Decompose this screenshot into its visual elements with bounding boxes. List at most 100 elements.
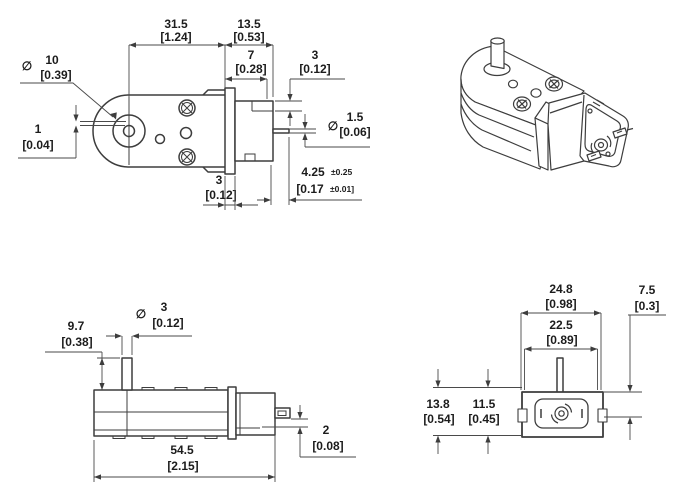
shaft-circle xyxy=(122,124,136,138)
dim-tolerance-inch: ±0.01] xyxy=(330,184,354,194)
dim-label-inch: [0.12] xyxy=(152,316,183,330)
dim-label-inch: [0.45] xyxy=(468,412,499,426)
gearbox-outline xyxy=(92,94,225,168)
dim-label-inch: [0.06] xyxy=(339,125,370,139)
dim-label: 11.5 xyxy=(473,397,496,411)
end-motor-can xyxy=(534,398,589,429)
iso-endcap-vent-slots xyxy=(592,99,605,107)
side-motor-seams xyxy=(236,393,260,435)
dim-label: 13.8 xyxy=(426,397,450,411)
dim-side-2: 2 [0.08] xyxy=(262,405,356,458)
iso-screw-left xyxy=(512,96,532,112)
dim-label-inch: [0.28] xyxy=(235,62,266,76)
dim-top-3-step: 3 [0.12] xyxy=(275,48,345,126)
view-top: 31.5 [1.24] 13.5 [0.53] 7 [0.28] 3 [0.12… xyxy=(18,17,371,210)
dim-end-7-5: 7.5 [0.3] xyxy=(604,283,666,440)
end-shaft-center xyxy=(558,410,565,417)
flange-plate xyxy=(224,87,236,175)
dim-top-1-flat: 1 [0.04] xyxy=(18,105,79,159)
iso-terminal-left xyxy=(586,150,602,162)
dim-top-dia-1-5: ∅ 1.5 [0.06] xyxy=(289,110,371,148)
dim-label-inch: [0.17 xyxy=(296,182,324,196)
iso-endcap-pad-bottom xyxy=(605,151,611,157)
end-can-ticks xyxy=(540,409,583,418)
end-swirl-arcs xyxy=(550,403,573,424)
dim-label-inch: [0.04] xyxy=(22,138,53,152)
motor-can xyxy=(234,100,274,162)
iso-terminal-left-slot xyxy=(590,153,597,158)
dim-label: 2 xyxy=(323,423,330,437)
iso-terminal-right-slot xyxy=(616,127,634,134)
motor-bottom-notch xyxy=(244,153,256,162)
iso-motor-boss xyxy=(593,138,609,152)
side-motor xyxy=(235,392,276,436)
side-output-shaft xyxy=(121,357,133,391)
side-gearbox-body xyxy=(93,389,229,437)
dim-label-inch: [0.3] xyxy=(635,299,660,313)
shaft-flat-lines xyxy=(80,121,126,126)
dim-label: 24.8 xyxy=(549,282,573,296)
dim-side-9-7: 9.7 [0.38] xyxy=(45,319,120,390)
dim-label: 1 xyxy=(35,122,42,136)
dim-label-inch: [0.12] xyxy=(299,62,330,76)
dim-label-inch: [0.39] xyxy=(40,68,71,82)
dim-label: 7.5 xyxy=(639,283,656,297)
iso-motor-body xyxy=(547,92,629,171)
dim-label: 3 xyxy=(312,48,319,62)
dim-label: 54.5 xyxy=(170,443,194,457)
iso-flange-front xyxy=(534,117,549,171)
view-side: 9.7 [0.38] ∅ 3 [0.12] 54.5 [2.15] 2 [0.0… xyxy=(45,300,356,482)
screw-top xyxy=(178,99,196,117)
dim-top-3-flange: 3 [0.12] xyxy=(203,173,258,210)
iso-motor-edges xyxy=(549,94,585,162)
dim-top-13-5: 13.5 [0.53] xyxy=(225,17,274,97)
dim-side-dia-3: ∅ 3 [0.12] xyxy=(106,300,192,355)
mount-hole-small xyxy=(154,133,166,145)
dim-tolerance: ±0.25 xyxy=(331,167,352,177)
dim-side-54-5: 54.5 [2.15] xyxy=(93,422,276,482)
iso-hole-small xyxy=(507,79,519,89)
dim-top-7: 7 [0.28] xyxy=(225,48,268,99)
dim-label: 9.7 xyxy=(68,319,85,333)
dim-label-inch: [0.12] xyxy=(205,188,236,202)
end-notch-left xyxy=(517,408,528,423)
iso-screw-right xyxy=(544,76,564,92)
end-output-shaft xyxy=(556,357,564,392)
dim-end-13-8: 13.8 [0.54] xyxy=(423,369,522,454)
view-isometric xyxy=(460,37,634,171)
dim-label-inch: [1.24] xyxy=(160,30,191,44)
dim-label-inch: [0.38] xyxy=(61,335,92,349)
dim-label: 31.5 xyxy=(164,17,188,31)
dim-end-24-8: 24.8 [0.98] xyxy=(520,282,602,390)
dim-label: 13.5 xyxy=(237,17,261,31)
iso-gearbox-side-face xyxy=(460,78,550,170)
iso-hole-medium xyxy=(530,88,542,98)
dim-top-4-25: 4.25 ±0.25 [0.17 ±0.01] xyxy=(257,137,362,205)
iso-shaft-top xyxy=(490,37,505,45)
iso-shaft-cylinder xyxy=(490,40,505,70)
dim-label: 3 xyxy=(216,173,223,187)
side-flange xyxy=(227,386,237,440)
dim-label: 7 xyxy=(248,48,255,62)
motor-shaft-pin xyxy=(272,128,290,134)
dim-label: 3 xyxy=(161,300,168,314)
diameter-symbol: ∅ xyxy=(22,59,32,73)
iso-endcap-pad-top xyxy=(587,108,593,114)
dim-label-inch: [0.08] xyxy=(312,439,343,453)
dim-label-inch: [0.98] xyxy=(545,297,576,311)
screw-bottom xyxy=(178,148,196,166)
dim-label: 10 xyxy=(45,53,59,67)
ear-tab-bottom xyxy=(202,166,225,173)
iso-gearbox-seams xyxy=(460,92,535,152)
dim-label-inch: [0.89] xyxy=(546,333,577,347)
dim-label-inch: [0.54] xyxy=(423,412,454,426)
dim-end-22-5: 22.5 [0.89] xyxy=(524,318,598,390)
side-parting-tabs xyxy=(112,387,218,439)
diameter-symbol: ∅ xyxy=(328,119,338,133)
dim-top-dia-10: ∅ 10 [0.39] xyxy=(20,53,117,120)
dim-label: 1.5 xyxy=(347,110,364,124)
mount-hole-medium xyxy=(179,126,193,140)
dim-top-31-5: 31.5 [1.24] xyxy=(129,17,226,88)
